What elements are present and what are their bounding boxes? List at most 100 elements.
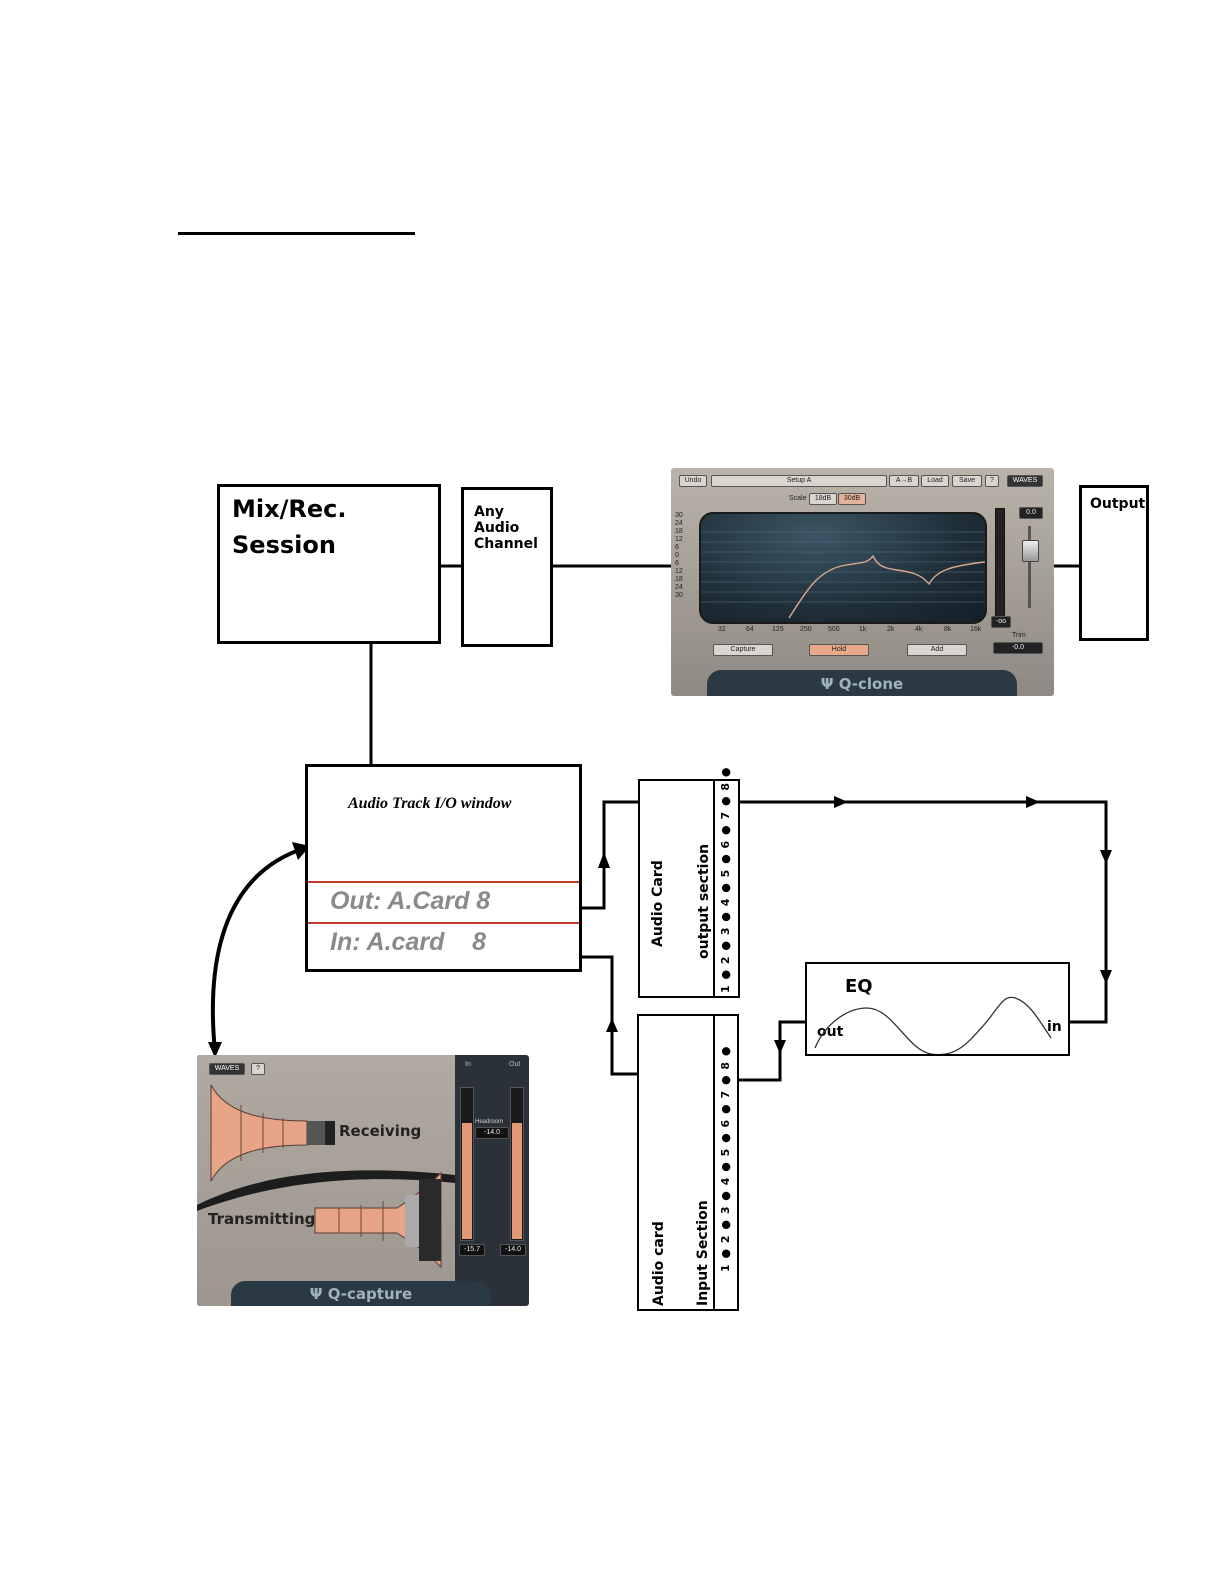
q-clone-curve <box>701 531 985 619</box>
y-tick: 18 <box>675 528 683 535</box>
arrow-down-1 <box>1100 850 1112 864</box>
gain-readout: 0.0 <box>1019 507 1043 519</box>
arrow-up-out <box>598 852 610 868</box>
io-in-row: In: A.card 8 <box>330 928 487 956</box>
in-row-top-rule <box>308 922 579 924</box>
in-meter-label: In <box>465 1061 471 1068</box>
q-capture-plugin: WAVES ? Receiving Transmitting In Out He… <box>197 1055 529 1306</box>
eq-out-label: out <box>817 1024 844 1040</box>
x-tick: 16k <box>970 626 982 633</box>
save-button[interactable]: Save <box>952 475 982 487</box>
input-section-divider <box>713 1016 715 1309</box>
any-channel-line1: Any <box>474 504 504 520</box>
audio-card-output-section: Audio Card output section 1 ● 2 ● 3 ● 4 … <box>638 767 740 998</box>
audio-card-input-section: Audio card Input Section 1 ● 2 ● 3 ● 4 ●… <box>637 1014 739 1311</box>
line-eq-to-card-in <box>738 1020 806 1082</box>
waves-logo: WAVES <box>1007 475 1043 487</box>
out-value-readout: -14.0 <box>500 1244 526 1256</box>
help-button[interactable]: ? <box>985 475 999 487</box>
line-card-in-to-io <box>581 955 640 1076</box>
y-tick: 0 <box>675 552 679 559</box>
transmitting-label: Transmitting <box>208 1210 316 1228</box>
y-tick: 12 <box>675 568 683 575</box>
input-section-label2: Input Section <box>695 1200 711 1306</box>
out-row-top-rule <box>308 881 579 883</box>
scale-18db[interactable]: 18dB <box>809 493 837 505</box>
add-button[interactable]: Add <box>907 644 967 656</box>
trim-fader-track <box>1028 526 1031 608</box>
waves-w-icon: Ψ <box>309 1285 328 1303</box>
trim-fader-handle[interactable] <box>1022 540 1039 562</box>
trim-value-readout: -0.0 <box>993 642 1043 654</box>
hold-button[interactable]: Hold <box>809 644 869 656</box>
curved-double-arrow <box>210 846 306 1053</box>
y-tick: 30 <box>675 592 683 599</box>
arrow-right-2 <box>1026 796 1040 808</box>
x-tick: 1k <box>859 626 867 633</box>
x-tick: 2k <box>887 626 895 633</box>
out-meter <box>510 1087 524 1241</box>
eq-title: EQ <box>845 976 873 997</box>
mix-session-title: Mix/Rec. <box>232 495 347 523</box>
x-tick: 64 <box>746 626 754 633</box>
x-tick: 8k <box>944 626 952 633</box>
in-meter <box>460 1087 474 1241</box>
output-label: Output <box>1090 496 1146 512</box>
receiving-label: Receiving <box>339 1122 422 1140</box>
io-window-title: Audio Track I/O window <box>348 795 512 812</box>
headroom-value: -14.0 <box>475 1127 509 1139</box>
x-tick: 125 <box>772 626 784 633</box>
waves-w-icon: Ψ <box>820 675 839 693</box>
arrow-up-in <box>606 1018 618 1032</box>
y-tick: 6 <box>675 544 679 551</box>
trim-label: Trim <box>1012 632 1026 639</box>
capture-button[interactable]: Capture <box>713 644 773 656</box>
y-tick: 12 <box>675 536 683 543</box>
any-audio-channel-box: Any Audio Channel <box>461 487 553 647</box>
output-section-divider <box>713 781 715 996</box>
line-card-out-to-eq <box>738 800 1108 1024</box>
q-capture-title: Q-capture <box>327 1285 413 1303</box>
output-section-label2: output section <box>696 843 712 959</box>
load-button[interactable]: Load <box>921 475 949 487</box>
io-window-box: Audio Track I/O window Out: A.Card 8 In:… <box>305 764 582 972</box>
arrow-down-2 <box>1100 970 1112 984</box>
line-io-out-to-card <box>581 800 640 910</box>
output-box: Output <box>1079 485 1149 641</box>
in-value-readout: -15.7 <box>459 1244 485 1256</box>
scale-label: Scale <box>789 495 807 502</box>
mix-session-subtitle: Session <box>232 531 336 559</box>
setup-button[interactable]: Setup A <box>711 475 887 487</box>
x-tick: 32 <box>718 626 726 633</box>
any-channel-line3: Channel <box>474 536 538 552</box>
horn-graphics <box>197 1084 455 1269</box>
any-channel-line2: Audio <box>474 520 520 536</box>
y-tick: 24 <box>675 584 683 591</box>
y-tick: 6 <box>675 560 679 567</box>
arrowhead-curve-bottom <box>208 1042 222 1058</box>
q-capture-help-button[interactable]: ? <box>251 1063 265 1075</box>
q-capture-name-bar: Ψ Q-capture <box>231 1281 491 1306</box>
x-tick: 4k <box>915 626 923 633</box>
eq-box: EQ out in <box>805 962 1070 1056</box>
x-tick: 500 <box>828 626 840 633</box>
ab-button[interactable]: A→B <box>889 475 919 487</box>
x-tick: 250 <box>800 626 812 633</box>
undo-button[interactable]: Undo <box>679 475 707 487</box>
y-tick: 30 <box>675 512 683 519</box>
y-tick: 24 <box>675 520 683 527</box>
in-meter-fill <box>462 1123 472 1239</box>
output-section-pins: 1 ● 2 ● 3 ● 4 ● 5 ● 6 ● 7 ● 8 ● <box>719 766 732 993</box>
q-capture-waves-logo: WAVES <box>209 1063 245 1075</box>
q-clone-name-bar: Ψ Q-clone <box>707 670 1017 696</box>
out-meter-fill <box>512 1123 522 1239</box>
scale-30db[interactable]: 30dB <box>838 493 866 505</box>
input-section-pins: 1 ● 2 ● 3 ● 4 ● 5 ● 6 ● 7 ● 8 ● <box>719 1045 732 1272</box>
eq-in-label: in <box>1047 1019 1062 1035</box>
q-clone-eq-display <box>699 512 987 624</box>
q-clone-title: Q-clone <box>838 675 904 693</box>
q-clone-plugin: Undo Setup A A→B Load Save ? WAVES Scale… <box>671 468 1054 696</box>
out-meter-label: Out <box>509 1061 521 1068</box>
